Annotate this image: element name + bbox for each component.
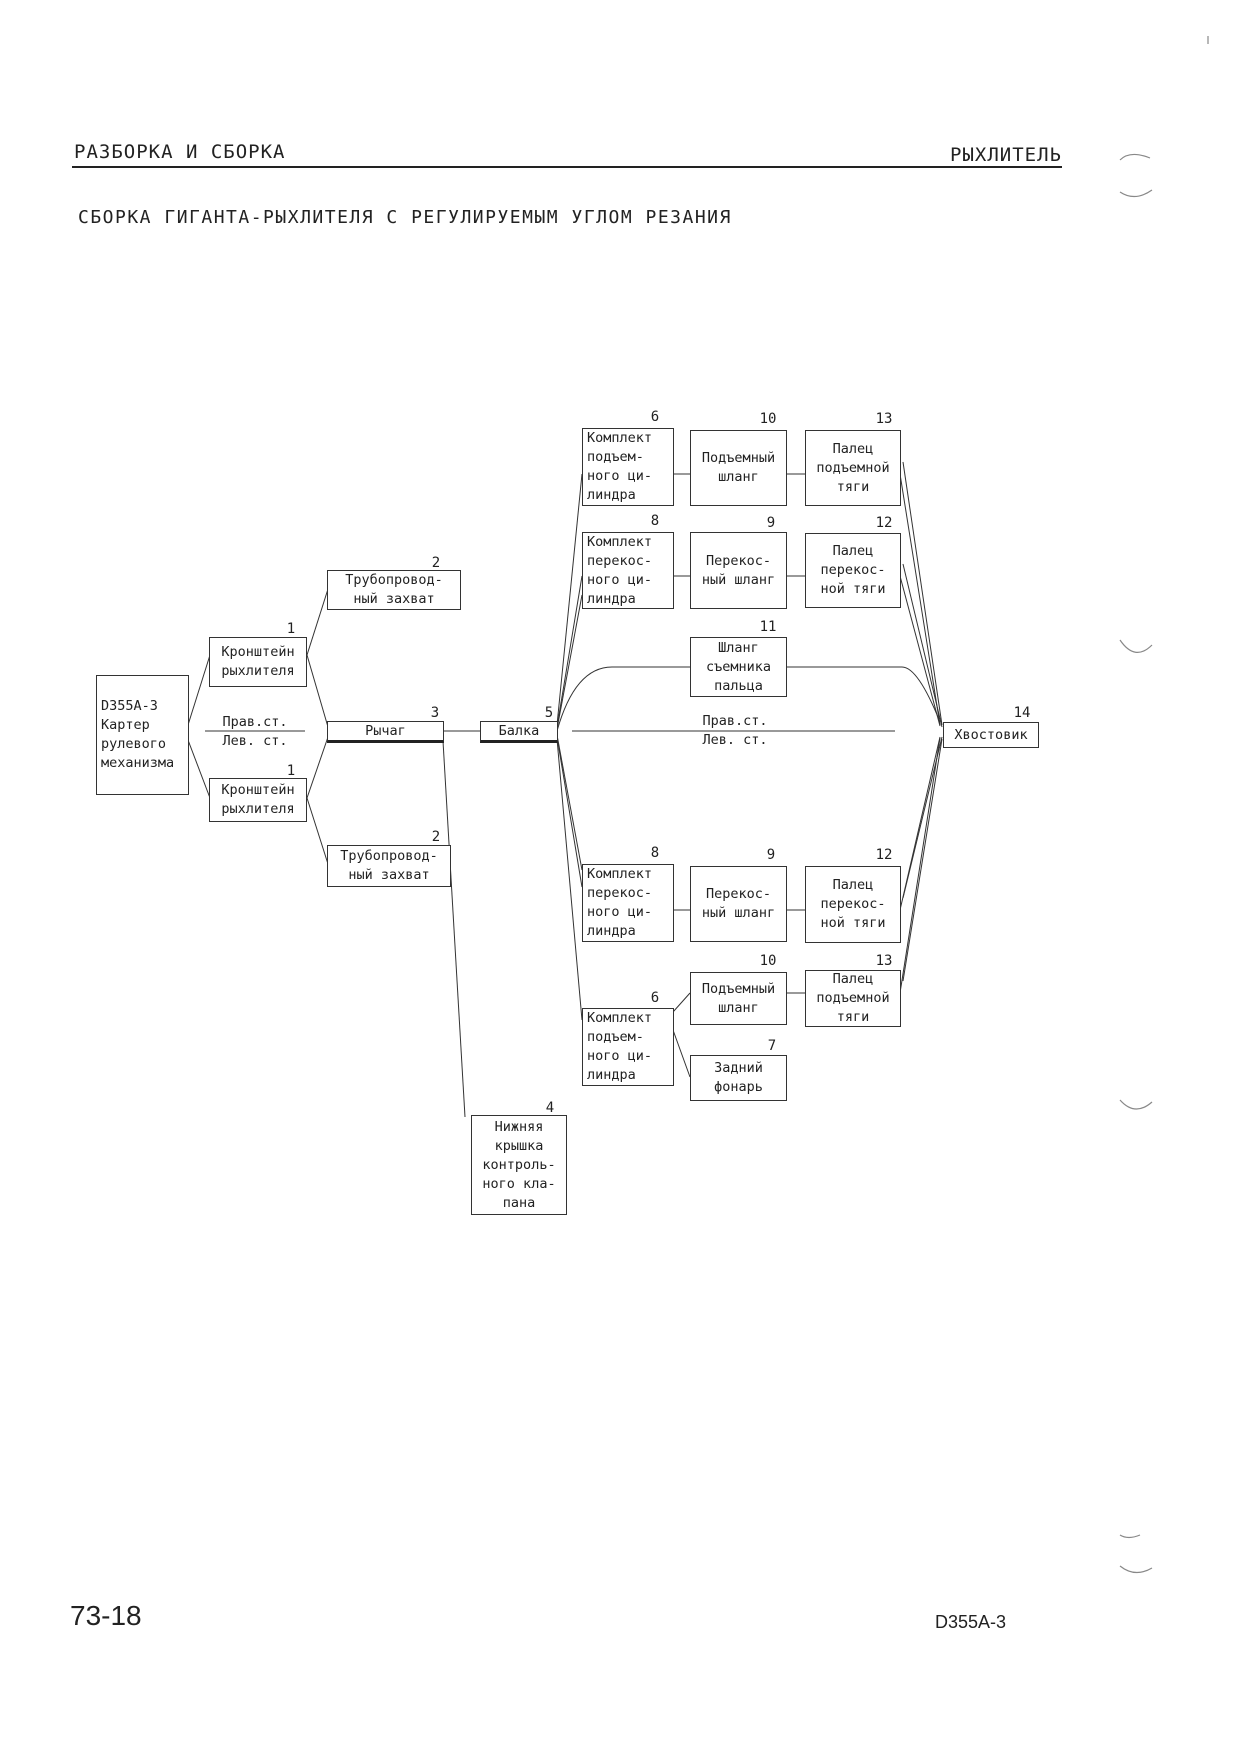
node-lift-hose-top: Подъемный шланг bbox=[690, 430, 787, 506]
node-number: 10 bbox=[759, 953, 777, 969]
split-label-right-right: Прав.ст. bbox=[702, 713, 768, 729]
node-lever: Рычаг bbox=[327, 721, 444, 743]
node-tilt-pin-top: Палец перекос- ной тяги bbox=[805, 533, 901, 608]
node-number: 12 bbox=[875, 515, 893, 531]
node-pipe-bot: Трубопровод- ный захват bbox=[327, 845, 451, 887]
page-number: 73-18 bbox=[70, 1600, 142, 1631]
node-number: 9 bbox=[766, 515, 776, 531]
node-number: 8 bbox=[650, 845, 660, 861]
node-number: 14 bbox=[1013, 705, 1031, 721]
node-tilt-hose-top: Перекос- ный шланг bbox=[690, 532, 787, 609]
node-lift-hose-bot: Подъемный шланг bbox=[690, 972, 787, 1025]
split-label-right-left: Лев. ст. bbox=[702, 732, 768, 748]
node-lift-cylinder-top: Комплект подъем- ного ци- линдра bbox=[582, 428, 674, 506]
node-number: 1 bbox=[286, 763, 296, 779]
node-base: D355A-3 Картер рулевого механизма bbox=[96, 675, 189, 795]
split-label-left-left: Лев. ст. bbox=[222, 733, 288, 749]
node-cover: Нижняя крышка контроль- ного кла- пана bbox=[471, 1115, 567, 1215]
split-label-left-right: Прав.ст. bbox=[222, 714, 288, 730]
node-number: 2 bbox=[431, 555, 441, 571]
node-tilt-cylinder-top: Комплект перекос- ного ци- линдра bbox=[582, 532, 674, 609]
model-code: D355A-3 bbox=[935, 1612, 1007, 1632]
node-lift-cylinder-bot: Комплект подъем- ного ци- линдра bbox=[582, 1008, 674, 1086]
node-number: 12 bbox=[875, 847, 893, 863]
node-pipe-top: Трубопровод- ный захват bbox=[327, 570, 461, 610]
chapter-heading: РЫХЛИТЕЛЬ bbox=[950, 144, 1062, 166]
node-number: 2 bbox=[431, 829, 441, 845]
node-number: 13 bbox=[875, 411, 893, 427]
page-title: СБОРКА ГИГАНТА-РЫХЛИТЕЛЯ С РЕГУЛИРУЕМЫМ … bbox=[78, 207, 732, 228]
node-number: 7 bbox=[767, 1038, 777, 1054]
node-puller-hose: Шланг съемника пальца bbox=[690, 637, 787, 697]
node-number: 8 bbox=[650, 513, 660, 529]
node-number: 3 bbox=[430, 705, 440, 721]
section-heading: РАЗБОРКА И СБОРКА bbox=[74, 141, 286, 163]
node-number: 6 bbox=[650, 409, 660, 425]
node-tilt-cylinder-bot: Комплект перекос- ного ци- линдра bbox=[582, 864, 674, 942]
node-number: 5 bbox=[544, 705, 554, 721]
node-tilt-pin-bot: Палец перекос- ной тяги bbox=[805, 866, 901, 943]
node-number: 1 bbox=[286, 621, 296, 637]
node-number: 11 bbox=[759, 619, 777, 635]
node-bracket-top: Кронштейн рыхлителя bbox=[209, 637, 307, 687]
node-shank: Хвостовик bbox=[943, 722, 1039, 748]
node-number: 13 bbox=[875, 953, 893, 969]
node-tilt-hose-bot: Перекос- ный шланг bbox=[690, 866, 787, 942]
node-number: 10 bbox=[759, 411, 777, 427]
node-number: 6 bbox=[650, 990, 660, 1006]
node-beam: Балка bbox=[480, 721, 558, 743]
node-tail-lamp: Задний фонарь bbox=[690, 1055, 787, 1101]
header-rule bbox=[72, 166, 1062, 168]
node-lift-pin-top: Палец подъемной тяги bbox=[805, 430, 901, 506]
node-lift-pin-bot: Палец подъемной тяги bbox=[805, 970, 901, 1027]
node-number: 4 bbox=[545, 1100, 555, 1116]
node-bracket-bot: Кронштейн рыхлителя bbox=[209, 778, 307, 822]
node-number: 9 bbox=[766, 847, 776, 863]
